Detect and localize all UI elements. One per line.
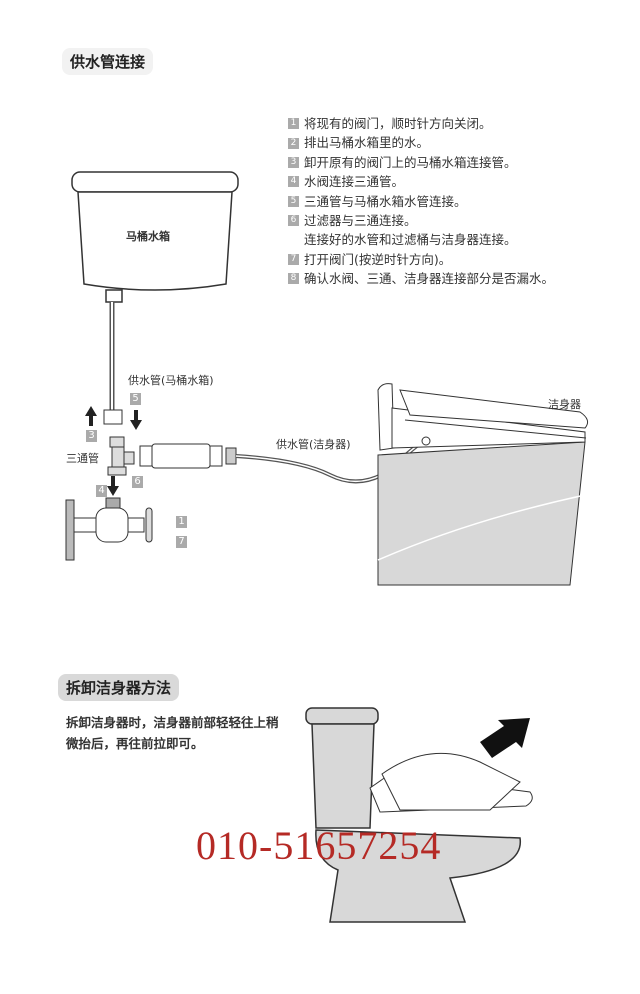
step-number: 8 (288, 273, 299, 285)
pipe-seat-label: 供水管(洁身器) (276, 438, 351, 451)
step-text: 三通管与马桶水箱水管连接。 (304, 193, 467, 209)
step-item: 7 打开阀门(按逆时针方向)。 (288, 250, 554, 269)
step-number: 7 (288, 254, 299, 266)
pipe-tank-label: 供水管(马桶水箱) (128, 374, 214, 387)
cistern-illustration (71, 171, 239, 303)
step-item: 3 卸开原有的阀门上的马桶水箱连接管。 (288, 153, 554, 172)
installation-diagram (65, 171, 589, 586)
step-number: 2 (288, 137, 299, 149)
arrow-lift-icon (480, 718, 530, 758)
section-title-water-supply: 供水管连接 (62, 48, 154, 75)
bidet-toilet-illustration (377, 383, 589, 586)
tank-label: 马桶水箱 (126, 230, 170, 243)
marker-4: 4 (96, 485, 107, 497)
marker-5: 5 (130, 393, 141, 405)
step-text: 确认水阀、三通、洁身器连接部分是否漏水。 (304, 271, 555, 287)
step-item: 8 确认水阀、三通、洁身器连接部分是否漏水。 (288, 269, 554, 288)
step-text: 过滤器与三通连接。 (304, 213, 417, 229)
step-number: 3 (288, 157, 299, 169)
step-text: 将现有的阀门，顺时针方向关闭。 (304, 116, 492, 131)
shutoff-valve (65, 497, 153, 561)
marker-3: 3 (86, 430, 97, 442)
step-number: 1 (288, 118, 299, 130)
step-item: 5 三通管与马桶水箱水管连接。 (288, 192, 554, 211)
step-item: 6 过滤器与三通连接。 (288, 211, 554, 230)
arrow-down-icon (130, 410, 142, 430)
removal-illustration (305, 707, 533, 923)
step-number: 4 (288, 176, 299, 188)
supply-pipe-tank (103, 302, 123, 425)
step-text: 水阀连接三通管。 (304, 174, 405, 190)
step-item: 2 排出马桶水箱里的水。 (288, 133, 554, 152)
arrow-up-icon (85, 406, 97, 426)
marker-6: 6 (132, 476, 143, 488)
tee-label: 三通管 (66, 452, 99, 465)
step-item: 4 水阀连接三通管。 (288, 172, 554, 191)
removal-description: 拆卸洁身器时，洁身器前部轻轻往上稍微抬后，再往前拉即可。 (66, 715, 279, 751)
marker-7: 7 (176, 536, 187, 548)
step-text: 排出马桶水箱里的水。 (304, 135, 430, 151)
marker-1: 1 (176, 516, 187, 528)
filter-cartridge (139, 443, 237, 469)
arrow-down-icon (107, 476, 119, 496)
steps-list: 1 将现有的阀门，顺时针方向关闭。 2 排出马桶水箱里的水。 3 卸开原有的阀门上的马… (288, 114, 554, 289)
step-continuation: 连接好的水管和过滤桶与洁身器连接。 (304, 232, 517, 248)
step-number: 5 (288, 195, 299, 207)
seat-label: 洁身器 (548, 398, 581, 411)
watermark-phone: 010-51657254 (196, 823, 442, 868)
tee-fitting (107, 436, 135, 476)
step-text: 卸开原有的阀门上的马桶水箱连接管。 (304, 154, 517, 170)
step-number: 6 (288, 215, 299, 227)
section-title-removal: 拆卸洁身器方法 (58, 674, 180, 701)
step-text: 打开阀门(按逆时针方向)。 (304, 251, 452, 267)
step-item: 1 将现有的阀门，顺时针方向关闭。 (288, 114, 554, 133)
